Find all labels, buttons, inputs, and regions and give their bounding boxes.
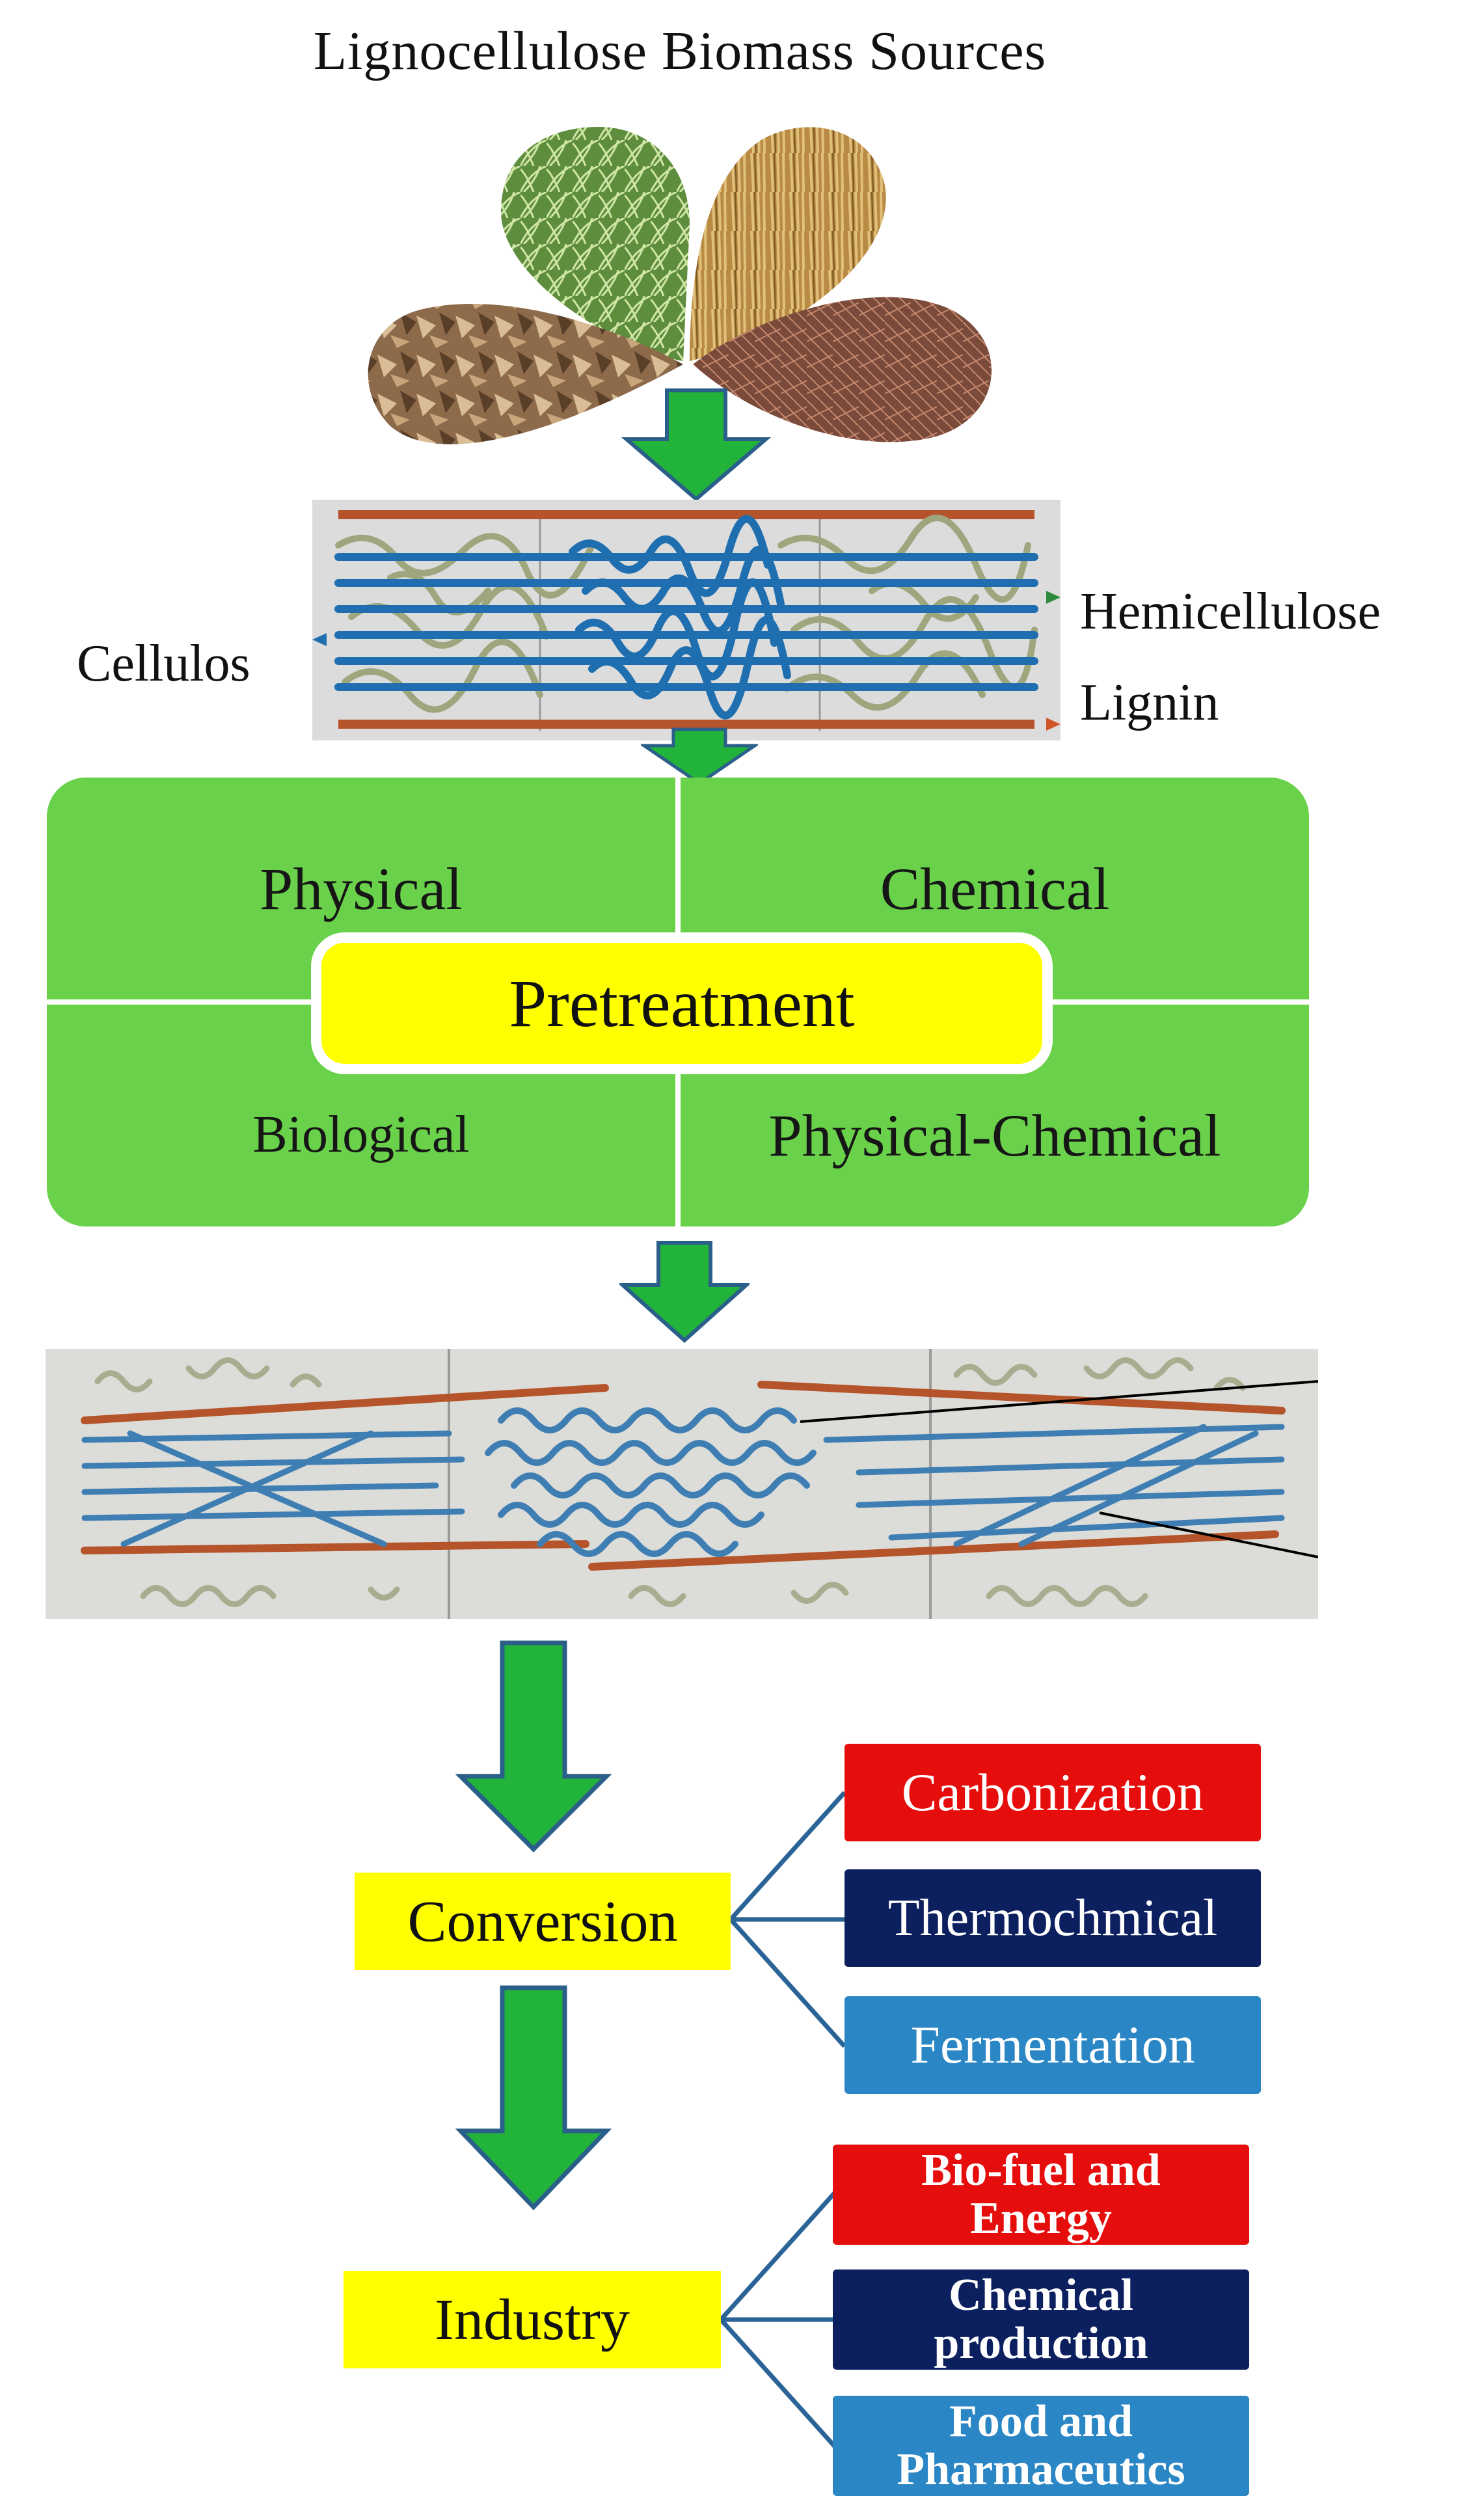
biomass-sources-illustration bbox=[368, 127, 992, 444]
lignin-label: Lignin bbox=[1080, 674, 1219, 731]
product-chemical-line1: Chemical bbox=[949, 2270, 1133, 2320]
hemicellulose-label: Hemicellulose bbox=[1080, 583, 1381, 640]
down-arrow-3 bbox=[619, 1241, 750, 1344]
method-carbonization: Carbonization bbox=[845, 1744, 1261, 1841]
industry-box: Industry bbox=[344, 2271, 721, 2368]
down-arrow-5 bbox=[455, 1985, 612, 2211]
diagram-title: Lignocellulose Biomass Sources bbox=[313, 21, 1047, 81]
conversion-connectors bbox=[731, 1791, 846, 2048]
pretreated-structure-diagram bbox=[46, 1349, 1318, 1619]
method-fermentation: Fermentation bbox=[845, 1996, 1261, 2094]
product-food-line1: Food and bbox=[949, 2396, 1133, 2446]
method-thermochemical: Thermochmical bbox=[845, 1869, 1261, 1967]
down-arrow-1 bbox=[621, 388, 771, 502]
product-biofuel-line1: Bio-fuel and bbox=[921, 2145, 1161, 2195]
pretreatment-center: Pretreatment bbox=[311, 932, 1053, 1074]
product-biofuel-line2: Energy bbox=[970, 2193, 1112, 2243]
industry-connectors bbox=[721, 2191, 837, 2448]
product-chemical-production: Chemical production bbox=[833, 2269, 1249, 2370]
product-chemical-line2: production bbox=[934, 2318, 1148, 2368]
product-biofuel-energy: Bio-fuel and Energy bbox=[833, 2145, 1249, 2245]
conversion-box: Conversion bbox=[355, 1873, 731, 1970]
lignocellulose-structure-diagram bbox=[312, 500, 1061, 740]
down-arrow-2 bbox=[641, 727, 758, 786]
product-food-line2: Pharmaceutics bbox=[897, 2445, 1185, 2495]
product-food-pharmaceutics: Food and Pharmaceutics bbox=[833, 2396, 1249, 2496]
down-arrow-4 bbox=[455, 1640, 612, 1852]
cellulose-label: Cellulos bbox=[77, 635, 250, 692]
